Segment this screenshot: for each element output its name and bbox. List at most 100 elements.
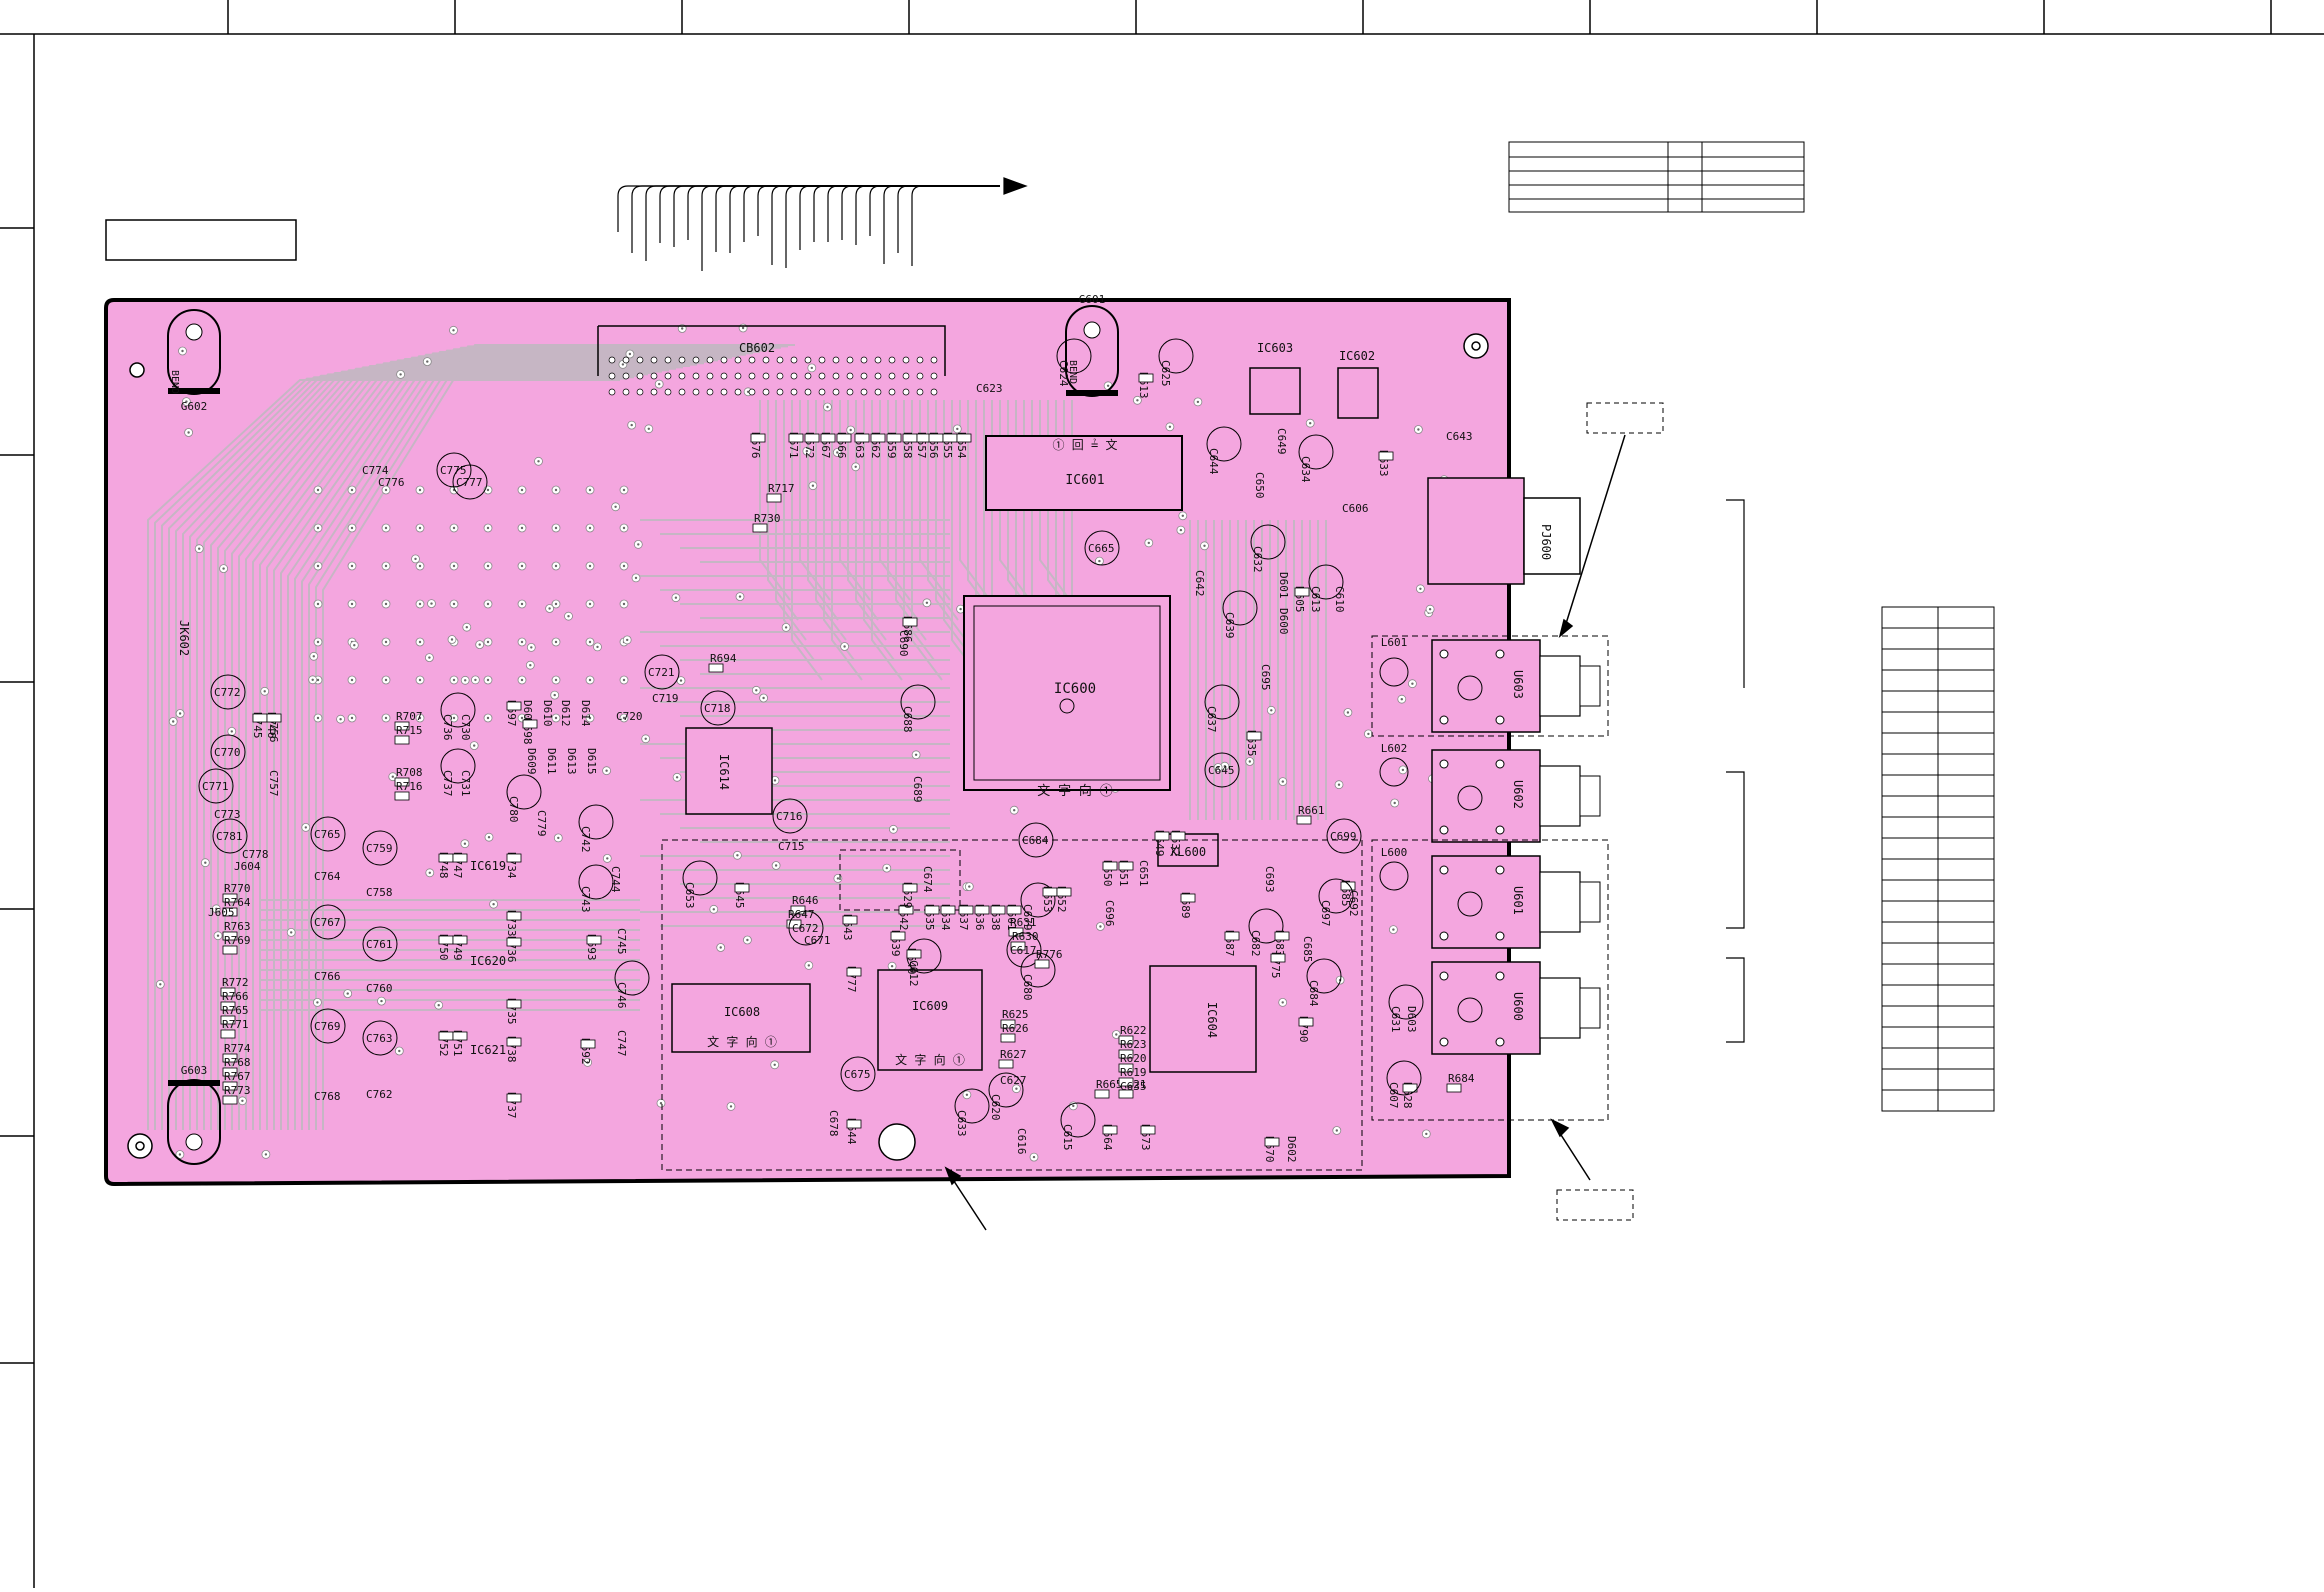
resistor-pad [750,433,766,443]
capacitor-outline [1326,818,1362,854]
designator-label: R707 [396,710,423,723]
resistor-pad [846,1119,862,1129]
designator-label: R661 [1298,804,1325,817]
designator-label: R768 [224,1056,251,1069]
callout-arrows [944,434,1626,1231]
resistor-pad [506,999,522,1009]
u603: U603 [1431,639,1601,733]
designator-label: R715 [396,724,423,737]
capacitor-outline [1204,684,1240,720]
resistor-pad [1118,1035,1134,1045]
capacitor-outline [440,748,476,784]
resistor-pad [1274,931,1290,941]
ic602-label: IC602 [1339,349,1375,363]
resistor-pad [452,853,468,863]
designator-label: C762 [366,1088,393,1101]
designator-label: R708 [396,766,423,779]
resistor-pad [1402,1083,1418,1093]
l602-label: L602 [1381,742,1408,755]
designator-label: C757 [267,770,280,797]
resistor-pad [266,713,282,723]
designator-label: C771 [202,780,229,793]
resistor-pad [506,701,522,711]
resistor-pad [1008,927,1024,937]
designator-label: R773 [224,1084,251,1097]
resistor-pad [886,433,902,443]
xl600-label: XL600 [1170,845,1206,859]
svg-text:① 回 ≟ 文: ① 回 ≟ 文 [1053,437,1118,452]
resistor-pad [438,935,454,945]
designator-label: C761 [366,938,393,951]
resistor-pad [580,1039,596,1049]
designator-label: C756 [267,716,280,743]
capacitor-outline [1204,752,1240,788]
capacitor-outline [644,654,680,690]
designator-label: R769 [224,934,251,947]
resistor-pad [940,905,956,915]
capacitor-outline [1388,984,1424,1020]
resistor-pad [438,853,454,863]
designator-label: C778 [242,848,269,861]
mount-g602: G602 BEND [167,309,221,413]
j604-label: J604 [234,860,261,873]
designator-label: C672 [792,922,819,935]
capacitor-outline [954,1088,990,1124]
designator-label: C774 [362,464,389,477]
bend2-label: BEND [1067,360,1078,384]
designator-label: R717 [768,482,795,495]
ic600-label: IC600 [1054,681,1096,697]
designator-label: R623 [1120,1038,1147,1051]
resistor-pad [506,937,522,947]
u601-label: U601 [1511,886,1525,915]
capacitor-outline [1020,952,1056,988]
designator-label: C689 [911,776,924,803]
resistor-pad [1138,373,1154,383]
designator-label: C635 [1120,1080,1147,1093]
capacitor-outline [210,674,246,710]
ic619-label: IC619 [470,859,506,873]
capacitor-outline [772,798,808,834]
designator-label: C758 [366,886,393,899]
resistor-pad [1224,931,1240,941]
capacitor-outline [210,734,246,770]
ic609-label: IC609 [912,999,948,1013]
designator-label: C650 [1253,472,1266,499]
designator-label: R766 [222,990,249,1003]
designator-label: C773 [214,808,241,821]
designator-label: R631 [1010,916,1037,929]
title-box [105,219,297,261]
designator-label: C617 [1010,944,1037,957]
designator-label: C684 [1022,834,1049,847]
ic620-label: IC620 [470,954,506,968]
resistor-pad [522,719,538,729]
u603-label: U603 [1511,670,1525,699]
dashed-regions [661,635,1609,1171]
resistor-pad [820,433,836,443]
ic621-label: IC621 [470,1043,506,1057]
dashed-callout-boxes [1556,402,1664,1221]
pj600-jack: PJ600 [1427,477,1581,585]
mount-g603: G603 [167,1064,221,1165]
brackets [1726,499,1745,1043]
designator-label: C779 [535,810,548,837]
designator-label: C720 [616,710,643,723]
resistor-pad [1000,1019,1016,1029]
l601-label: L601 [1381,636,1408,649]
designator-label: C731 [459,770,472,797]
resistor-pad [902,883,918,893]
capacitor-outline [1206,426,1242,462]
designator-label: C759 [366,842,393,855]
designator-label: C730 [459,714,472,741]
resistor-pad [506,911,522,921]
resistor-pad [1034,959,1050,969]
resistor-pad [220,987,236,997]
designator-label: D615 [585,748,598,775]
resistor-pad [958,905,974,915]
capacitor-outline [198,768,234,804]
designator-label: R630 [1012,930,1039,943]
designator-label: C715 [778,840,805,853]
resistor-pad [854,433,870,443]
capacitor-outline [1056,338,1092,374]
